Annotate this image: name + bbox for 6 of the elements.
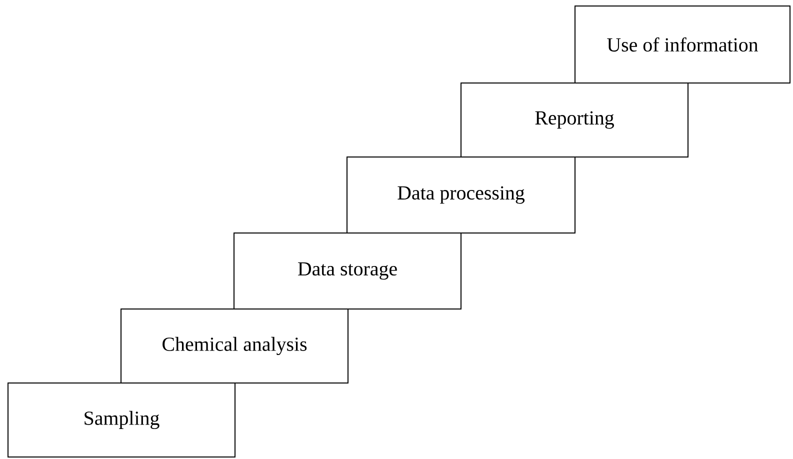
step-box: Sampling [8,382,236,458]
step-box: Chemical analysis [120,308,348,384]
step-box: Reporting [460,82,688,158]
step-box: Data processing [346,156,576,234]
step-box: Use of information [574,6,790,84]
step-box: Data storage [234,232,462,310]
